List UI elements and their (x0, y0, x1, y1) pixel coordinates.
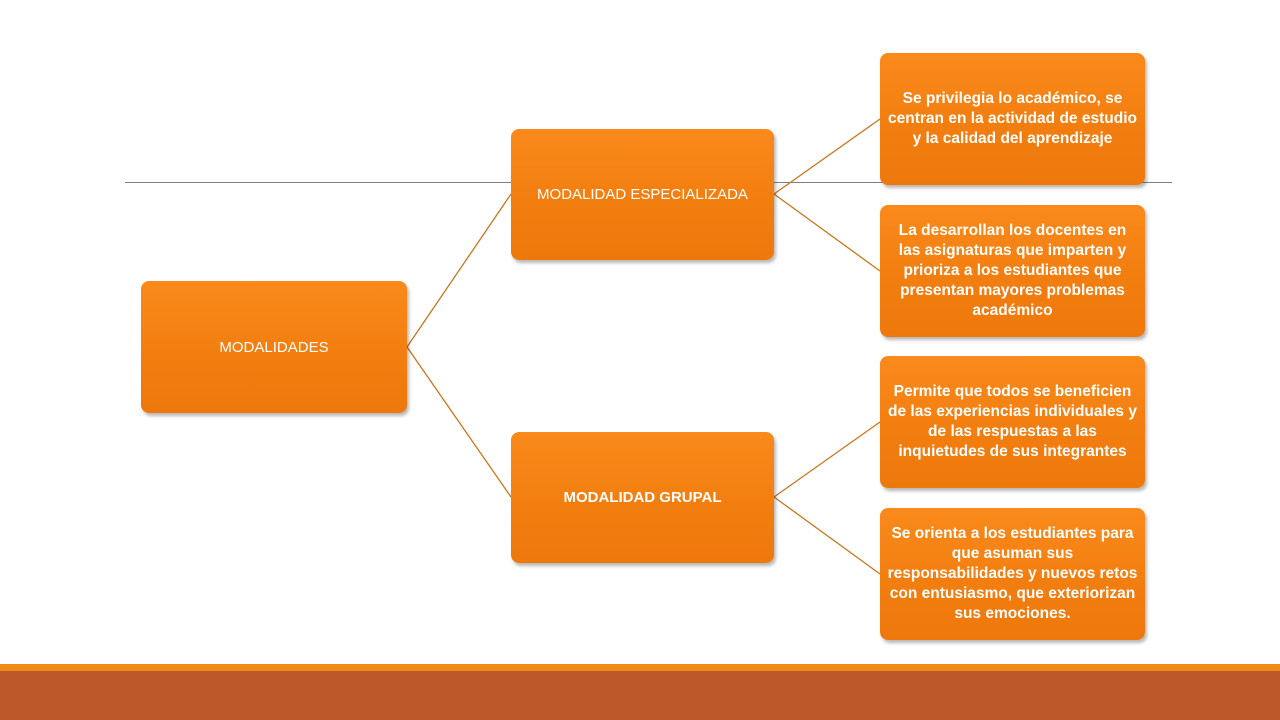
node-modalidad-especializada-label: MODALIDAD ESPECIALIZADA (537, 186, 748, 203)
node-grupal-detail-1: Permite que todos se beneficien de las e… (880, 356, 1145, 488)
node-modalidad-grupal: MODALIDAD GRUPAL (511, 432, 774, 563)
node-especializada-detail-2-text: La desarrollan los docentes en las asign… (898, 222, 1127, 319)
node-especializada-detail-1: Se privilegia lo académico, se centran e… (880, 53, 1145, 185)
node-grupal-detail-1-text: Permite que todos se beneficien de las e… (888, 383, 1137, 460)
node-modalidades-label: MODALIDADES (219, 338, 329, 356)
connector-root-especializada (406, 193, 512, 348)
connector-especializada-child-1 (773, 118, 881, 195)
node-especializada-detail-1-text: Se privilegia lo académico, se centran e… (888, 90, 1137, 147)
node-modalidad-especializada: MODALIDAD ESPECIALIZADA (511, 129, 774, 260)
node-grupal-detail-2-text: Se orienta a los estudiantes para que as… (887, 525, 1138, 622)
footer-band (0, 671, 1280, 720)
connector-grupal-child-1 (773, 421, 881, 498)
connector-especializada-child-2 (773, 193, 881, 272)
node-especializada-detail-2: La desarrollan los docentes en las asign… (880, 205, 1145, 337)
connector-grupal-child-2 (773, 496, 881, 575)
node-modalidad-grupal-label: MODALIDAD GRUPAL (563, 489, 722, 506)
footer-accent-stripe (0, 664, 1280, 671)
node-grupal-detail-2: Se orienta a los estudiantes para que as… (880, 508, 1145, 640)
connector-root-grupal (406, 346, 512, 498)
node-modalidades: MODALIDADES (141, 281, 407, 413)
